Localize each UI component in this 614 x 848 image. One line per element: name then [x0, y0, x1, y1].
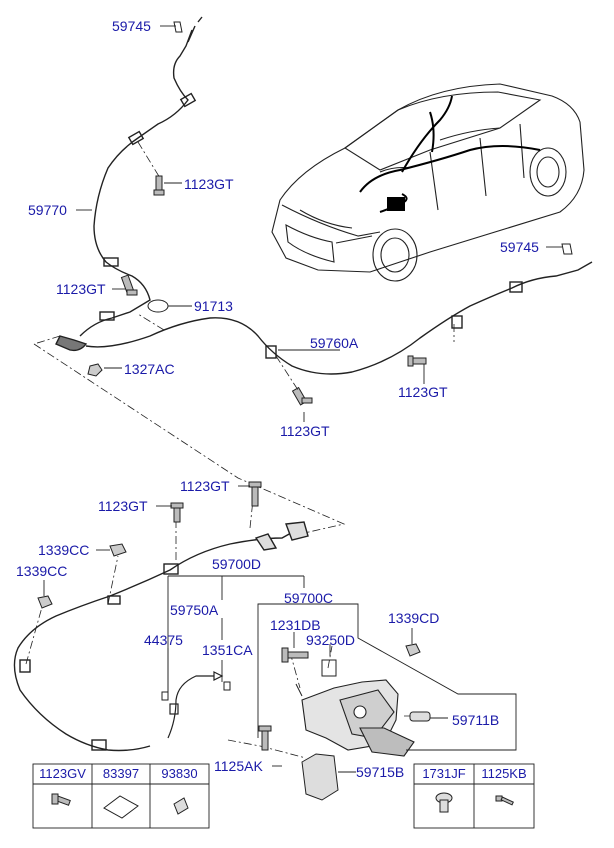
label-1123gt-c: 1123GT [280, 423, 330, 439]
clip-59745-right [561, 243, 573, 255]
label-1123gt-f: 1123GT [98, 498, 148, 514]
label-59750a: 59750A [170, 602, 219, 618]
label-93250d: 93250D [306, 632, 356, 648]
label-1123gt-b: 1123GT [56, 281, 106, 297]
label-59711b: 59711B [452, 712, 500, 728]
table-left-grid [32, 763, 210, 829]
cable-59760a [85, 261, 593, 375]
label-59700d: 59700D [212, 556, 262, 572]
clip-icon [173, 797, 189, 815]
bolt-icon [495, 795, 514, 806]
label-1327ac: 1327AC [124, 361, 175, 377]
label-1339cd: 1339CD [388, 610, 440, 626]
table-left-header-1: 1123GV [39, 766, 86, 781]
label-44375: 44375 [144, 632, 183, 648]
label-1125ak: 1125AK [214, 758, 263, 774]
bolt-1125ak [258, 725, 272, 751]
label-59715b: 59715B [356, 764, 405, 780]
nut-1339cd [405, 643, 421, 657]
label-1231db: 1231DB [270, 617, 321, 633]
label-1123gt-e: 1123GT [180, 478, 230, 494]
pedal-assembly [301, 679, 415, 757]
label-59770: 59770 [28, 202, 67, 218]
table-left-header-3: 93830 [161, 766, 198, 781]
label-1123gt-d: 1123GT [398, 384, 448, 400]
pin-59711b [409, 711, 431, 722]
label-1123gt-a: 1123GT [184, 176, 234, 192]
dashed-guides [25, 141, 455, 759]
bolt-1123gt-b [120, 274, 138, 296]
label-1339cc-a: 1339CC [38, 542, 90, 558]
bracket-59715b [301, 753, 339, 801]
cable-59700d [13, 521, 309, 752]
nut-1339cc-b [37, 595, 53, 609]
clip-1351ca [223, 681, 231, 691]
pad-icon [103, 795, 139, 819]
nut-1327ac [87, 363, 103, 377]
bolt-1123gt-e [248, 481, 262, 507]
label-1351ca: 1351CA [202, 642, 253, 658]
clip-59745-top [173, 21, 183, 33]
cable-59770 [55, 16, 203, 352]
car-cable-routing [359, 95, 541, 213]
bolt-1123gt-c [291, 386, 313, 406]
leader-lines [43, 25, 562, 773]
label-59700c: 59700C [284, 590, 334, 606]
label-91713: 91713 [194, 298, 233, 314]
bolt-icon [51, 793, 71, 806]
switch-93250d [295, 659, 337, 697]
label-1339cc-b: 1339CC [16, 563, 68, 579]
pin-44375 [161, 691, 169, 701]
table-right-header-1: 1731JF [422, 766, 466, 781]
table-right-grid [413, 763, 535, 829]
bolt-1231db [281, 647, 309, 663]
car-illustration [271, 83, 585, 282]
table-left-header-2: 83397 [102, 766, 140, 781]
cable-59750a [167, 671, 224, 739]
label-59760a: 59760A [310, 335, 359, 351]
nut-1339cc-a [109, 543, 127, 557]
table-right-header-2: 1125KB [481, 766, 527, 781]
bolt-1123gt-d [407, 355, 427, 367]
bolt-1123gt-a [153, 175, 165, 196]
plug-icon [435, 792, 453, 813]
label-59745-right: 59745 [500, 239, 539, 255]
bolt-1123gt-f [170, 502, 184, 523]
label-59745-top: 59745 [112, 18, 151, 34]
grommet-91713 [147, 299, 169, 313]
